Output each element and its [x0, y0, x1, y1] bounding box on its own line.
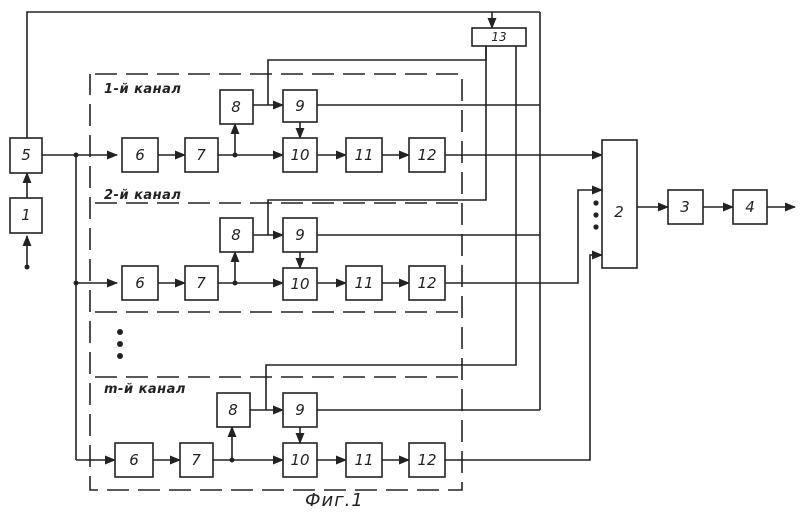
ch2-block-6: 6 [122, 266, 158, 300]
svg-text:12: 12 [417, 451, 436, 469]
ch1-block-11: 11 [346, 138, 382, 172]
svg-text:11: 11 [354, 274, 373, 292]
svg-text:5: 5 [21, 146, 31, 164]
svg-text:11: 11 [354, 451, 373, 469]
svg-text:7: 7 [196, 274, 206, 292]
block-4: 4 [733, 190, 767, 224]
ch2-block-9: 9 [283, 218, 317, 252]
svg-text:6: 6 [129, 451, 139, 469]
chm-block-6: 6 [115, 443, 153, 477]
chm-block-7: 7 [180, 443, 213, 477]
svg-text:1: 1 [21, 206, 31, 224]
ellipsis-dots-channels [117, 329, 123, 359]
svg-text:3: 3 [680, 198, 690, 216]
svg-text:12: 12 [417, 274, 436, 292]
svg-text:6: 6 [135, 146, 145, 164]
ch1-block-12: 12 [409, 138, 445, 172]
svg-text:9: 9 [295, 97, 305, 115]
chm-block-9: 9 [283, 393, 317, 427]
ch1-block-10: 10 [283, 138, 317, 172]
svg-text:8: 8 [231, 226, 241, 244]
channel-label-1: 1-й канал [104, 82, 181, 97]
svg-text:8: 8 [228, 401, 238, 419]
svg-text:4: 4 [745, 198, 755, 216]
svg-text:11: 11 [354, 146, 373, 164]
svg-text:9: 9 [295, 401, 305, 419]
svg-text:10: 10 [290, 275, 309, 293]
svg-text:2: 2 [614, 203, 624, 221]
svg-text:9: 9 [295, 226, 305, 244]
svg-text:12: 12 [417, 146, 436, 164]
block-1: 1 [10, 198, 42, 233]
block-13: 13 [472, 28, 526, 46]
ch1-block-9: 9 [283, 90, 317, 122]
svg-text:8: 8 [231, 98, 241, 116]
chm-block-12: 12 [409, 443, 445, 477]
block-2-adder: 2 [602, 140, 637, 268]
svg-text:6: 6 [135, 274, 145, 292]
ch1-block-8: 8 [220, 90, 253, 124]
svg-text:13: 13 [491, 30, 506, 44]
block-5: 5 [10, 138, 42, 173]
svg-text:10: 10 [290, 146, 309, 164]
ch2-block-8: 8 [220, 218, 253, 252]
channel-label-m: m-й канал [104, 382, 186, 397]
chm-block-11: 11 [346, 443, 382, 477]
ch2-block-7: 7 [185, 266, 218, 300]
ch1-block-6: 6 [122, 138, 158, 172]
channel-label-2: 2-й канал [104, 188, 181, 203]
block-3: 3 [668, 190, 703, 224]
ch2-block-11: 11 [346, 266, 382, 300]
ch2-block-12: 12 [409, 266, 445, 300]
svg-text:7: 7 [196, 146, 206, 164]
figure-caption: Фиг.1 [305, 490, 364, 511]
svg-text:10: 10 [290, 451, 309, 469]
svg-text:7: 7 [191, 451, 201, 469]
ch2-block-10: 10 [283, 268, 317, 300]
chm-block-8: 8 [217, 393, 250, 427]
chm-block-10: 10 [283, 443, 317, 477]
ellipsis-dots-adder [593, 200, 598, 229]
ch1-block-7: 7 [185, 138, 218, 172]
